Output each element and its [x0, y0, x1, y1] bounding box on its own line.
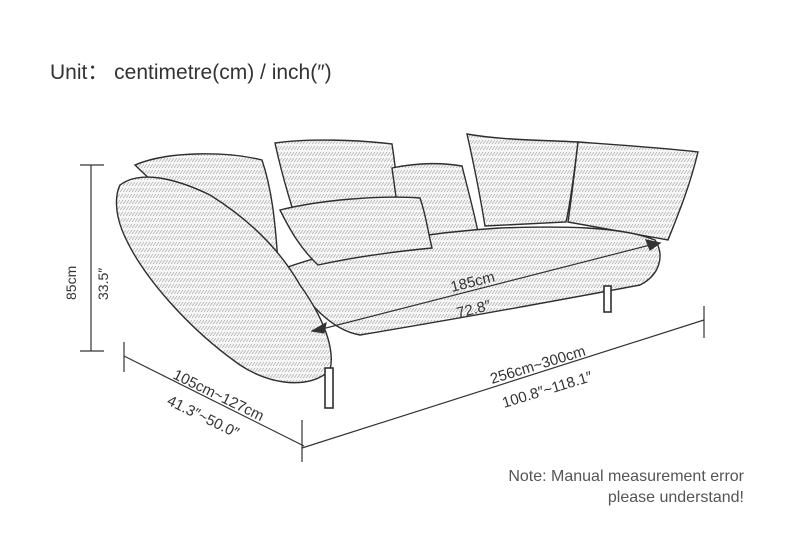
unit-label: Unit： centimetre(cm) / inch(″): [50, 61, 332, 84]
height-cm-label: 85cm: [63, 266, 79, 300]
back-cushion-5: [567, 141, 699, 241]
back-cushion-4: [466, 133, 579, 227]
note-line-1: Note: Manual measurement error: [508, 468, 744, 485]
sofa-legs: [324, 285, 612, 409]
measurement-note: Note: Manual measurement error please un…: [508, 466, 744, 508]
depth-dimension: [123, 342, 305, 447]
height-in-label: 33.5″: [95, 268, 111, 300]
lumbar-pillow: [278, 196, 433, 266]
sofa-illustration: [115, 133, 699, 384]
note-line-2: please understand!: [607, 489, 744, 506]
seat-width-dimension: [310, 239, 662, 334]
length-dimension: [301, 306, 705, 462]
height-dimension: [80, 164, 104, 352]
